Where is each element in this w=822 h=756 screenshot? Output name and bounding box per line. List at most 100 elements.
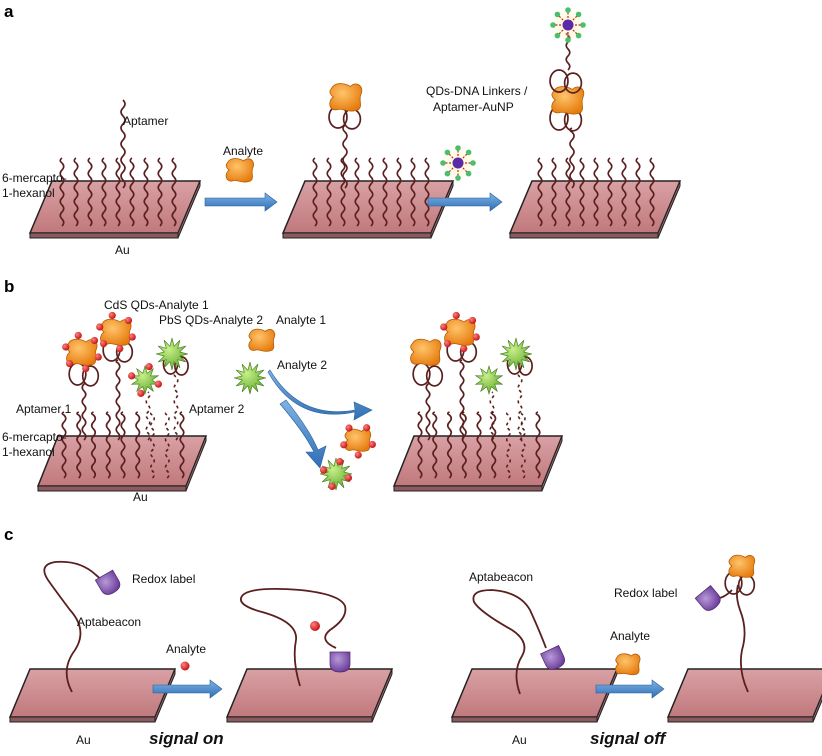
redox-label-icon bbox=[329, 651, 351, 673]
aptamer1-strand bbox=[459, 359, 465, 441]
cds-qd bbox=[124, 316, 133, 325]
redox-label-icon bbox=[540, 645, 566, 670]
signal-off-label: signal off bbox=[590, 729, 666, 748]
mch-strand bbox=[326, 157, 332, 227]
process-arrow-main bbox=[267, 369, 373, 421]
redox-label-left: Redox label bbox=[132, 572, 196, 586]
gold-surface-b2 bbox=[392, 435, 564, 492]
aptabeacon-c1 bbox=[43, 560, 121, 693]
cds-qd bbox=[99, 339, 108, 348]
cds-qd bbox=[345, 424, 353, 432]
pbs-qd bbox=[137, 389, 145, 397]
analyte-bound bbox=[551, 86, 585, 115]
qd-dot bbox=[580, 22, 586, 28]
au-label-c-right: Au bbox=[512, 733, 527, 747]
gold-surface-side bbox=[177, 180, 201, 239]
gold-surface-top bbox=[8, 668, 177, 718]
mch-strand bbox=[76, 411, 82, 479]
gold-surface-top bbox=[392, 435, 564, 487]
process-arrow bbox=[427, 192, 503, 212]
mch-strand bbox=[179, 411, 185, 479]
gold-surface-edge bbox=[226, 716, 373, 723]
mch-label-line1: 6-mercapto- bbox=[2, 171, 67, 185]
cds-qd bbox=[108, 311, 116, 320]
mch-strand bbox=[505, 411, 512, 479]
gold-surface-b1 bbox=[36, 435, 208, 492]
gold-surface-c1 bbox=[8, 668, 177, 723]
cds-analyte1 bbox=[66, 338, 98, 366]
gold-surface-side bbox=[541, 435, 563, 492]
probe-cluster-b2 bbox=[410, 311, 533, 441]
mch-strand bbox=[164, 411, 170, 479]
aptabeacon-c3 bbox=[472, 589, 566, 695]
cds-label: CdS QDs-Analyte 1 bbox=[104, 298, 209, 312]
qd-dot bbox=[444, 149, 451, 156]
gold-surface-top bbox=[666, 668, 822, 718]
cds-qd bbox=[62, 343, 70, 351]
mch-strand bbox=[551, 157, 557, 227]
mch-monolayer-b2 bbox=[417, 411, 541, 479]
aptamer-strand bbox=[569, 127, 575, 189]
pbs-qd bbox=[154, 380, 162, 388]
cds-qd bbox=[65, 359, 74, 368]
gold-surface-edge bbox=[509, 232, 659, 239]
mch-strand bbox=[149, 411, 156, 479]
qd-dot bbox=[554, 32, 561, 39]
dna-linker bbox=[556, 13, 569, 26]
qd-dot bbox=[455, 145, 461, 151]
qd-dot bbox=[565, 7, 571, 13]
cds-qd bbox=[340, 441, 348, 449]
mch-strand bbox=[87, 157, 93, 227]
probe-cluster-b1 bbox=[62, 311, 189, 441]
gold-surface-side bbox=[185, 435, 207, 492]
cds-qd bbox=[460, 344, 468, 353]
mch-strand bbox=[171, 157, 177, 227]
analyte-bound-c bbox=[728, 554, 756, 578]
mch-strand bbox=[621, 157, 627, 227]
aptamer-loop bbox=[174, 356, 189, 376]
qd-dot bbox=[550, 22, 556, 28]
pbs-analyte2 bbox=[474, 364, 504, 396]
panel-label-b: b bbox=[4, 277, 15, 296]
aptamer-loop bbox=[549, 69, 569, 93]
au-label: Au bbox=[115, 243, 130, 257]
mch-strand bbox=[368, 157, 374, 227]
cds-qd bbox=[368, 440, 376, 449]
aptamer2-strand bbox=[173, 371, 179, 441]
gold-surface-edge bbox=[451, 716, 598, 723]
mch-monolayer-a2 bbox=[312, 157, 430, 227]
mch-strand bbox=[432, 411, 438, 479]
aptabeacon-strand bbox=[43, 560, 106, 693]
aptamer-strand bbox=[120, 99, 126, 189]
gold-surface-a1 bbox=[28, 180, 202, 239]
analyte2-label: Analyte 2 bbox=[277, 358, 328, 372]
mch-strand bbox=[593, 157, 599, 227]
cds-qd bbox=[128, 333, 136, 341]
aptamer1-strand bbox=[425, 382, 431, 441]
mch-strand bbox=[157, 157, 163, 227]
qd-dot bbox=[565, 37, 571, 43]
pbs-analyte2 bbox=[155, 337, 189, 371]
mch-strand bbox=[417, 411, 423, 479]
redox-linker bbox=[717, 589, 733, 599]
gold-surface-edge bbox=[29, 232, 179, 239]
analyte1-bound bbox=[410, 338, 442, 366]
aptabeacon-c4 bbox=[694, 554, 756, 693]
redox-label-icon bbox=[694, 584, 721, 611]
mch-strand bbox=[135, 411, 141, 479]
mch-strand bbox=[120, 411, 126, 479]
aptamer-loop bbox=[563, 72, 583, 94]
mch-strand bbox=[312, 157, 318, 227]
gold-surface-c3 bbox=[450, 668, 619, 723]
qd-aunp-bound bbox=[550, 7, 586, 43]
released-probes-b bbox=[319, 424, 376, 491]
aptabeacon-strand bbox=[472, 589, 547, 695]
gold-surface-side bbox=[812, 694, 822, 723]
analyte-label-c-right: Analyte bbox=[610, 629, 651, 643]
qd-dot bbox=[465, 149, 472, 156]
mch-strand bbox=[105, 411, 111, 479]
qd-dot bbox=[575, 11, 582, 18]
cds-qd bbox=[468, 316, 477, 325]
analyte-label: Analyte bbox=[223, 144, 264, 158]
analyte-bound bbox=[329, 83, 363, 112]
